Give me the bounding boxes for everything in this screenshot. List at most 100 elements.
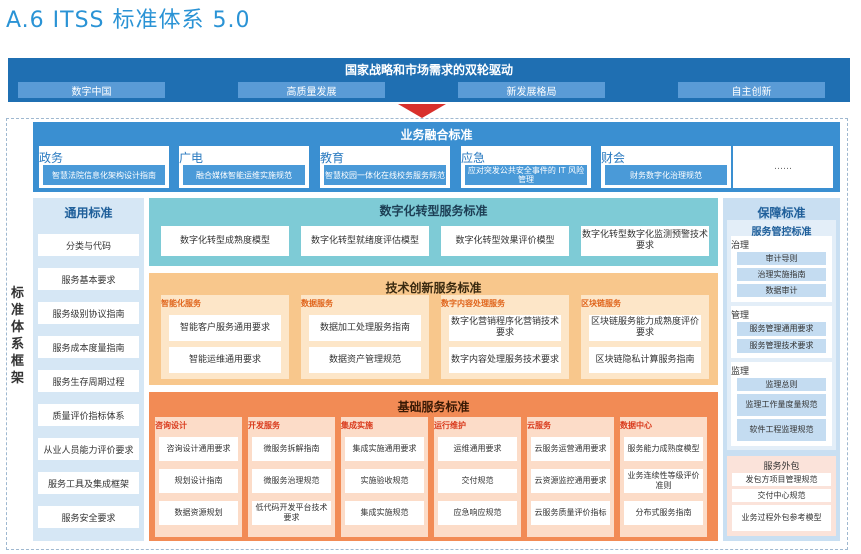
base-column: 运行维护 运维通用要求 交付规范 应急响应规范 <box>434 417 521 537</box>
general-standard-item: 从业人员能力评价要求 <box>38 438 139 460</box>
driver-item: 新发展格局 <box>458 82 605 98</box>
business-box-name: 财会 <box>601 151 626 165</box>
tech-standard-item: 智能运维通用要求 <box>169 347 281 373</box>
general-standard-item: 服务安全要求 <box>38 506 139 528</box>
page-title: A.6 ITSS 标准体系 5.0 <box>6 8 251 33</box>
business-integration-title: 业务融合标准 <box>400 128 473 142</box>
digital-standard-item: 数字化转型就绪度评估模型 <box>301 226 429 256</box>
business-integration-section: 业务融合标准 政务 智慧法院信息化架构设计指南 广电 融合媒体智能运维实施规范 … <box>33 122 840 192</box>
control-group: 治理 审计导则 治理实施指南 数据审计 <box>731 236 832 302</box>
guarantee-standards-title: 保障标准 <box>757 206 806 220</box>
base-standard-item: 分布式服务指南 <box>624 501 703 525</box>
national-drivers-bar: 国家战略和市场需求的双轮驱动 数字中国 高质量发展 新发展格局 自主创新 <box>8 58 850 102</box>
tech-standard-item: 区块链隐私计算服务指南 <box>589 347 701 373</box>
business-box: 财会 财务数字化治理规范 <box>601 146 731 188</box>
control-group: 管理 服务管理通用要求 服务管理技术要求 <box>731 306 832 358</box>
outsourcing-section: 服务外包 发包方项目管理规范 交付中心规范 业务过程外包参考模型 <box>727 456 836 536</box>
tech-innovation-title: 技术创新服务标准 <box>385 281 482 295</box>
base-standard-item: 云服务运营通用要求 <box>531 437 610 461</box>
general-standards-section: 通用标准 分类与代码 服务基本要求 服务级别协议指南 服务成本度量指南 服务生存… <box>33 198 144 541</box>
tech-column-head: 智能化服务 <box>161 299 201 308</box>
control-item: 监理工作量度量规范 <box>737 394 826 416</box>
tech-column-head: 数据服务 <box>301 299 333 308</box>
base-services-section: 基础服务标准 咨询设计 咨询设计通用要求 规划设计指南 数据资源规划 开发服务 … <box>149 392 718 541</box>
digital-transformation-title: 数字化转型服务标准 <box>379 204 488 218</box>
tech-column-head: 区块链服务 <box>581 299 621 308</box>
business-box: 教育 智慧校园一体化在线校务服务规范 <box>320 146 450 188</box>
base-standard-item: 服务能力成熟度模型 <box>624 437 703 461</box>
base-column-head: 数据中心 <box>620 421 652 430</box>
base-column: 咨询设计 咨询设计通用要求 规划设计指南 数据资源规划 <box>155 417 242 537</box>
digital-standard-item: 数字化转型数字化监测预警技术要求 <box>581 226 709 256</box>
base-standard-item: 微服务治理规范 <box>252 469 331 493</box>
business-box-name: 政务 <box>39 151 64 165</box>
down-arrow-icon <box>398 104 446 118</box>
outsourcing-item: 业务过程外包参考模型 <box>732 505 831 531</box>
tech-standard-item: 区块链服务能力成熟度评价要求 <box>589 315 701 341</box>
tech-column: 智能化服务 智能客户服务通用要求 智能运维通用要求 <box>161 295 289 379</box>
framework-label: 标准体系框架 <box>11 286 25 386</box>
digital-standard-item: 数字化转型成熟度模型 <box>161 226 289 256</box>
base-column-head: 运行维护 <box>434 421 466 430</box>
control-item: 治理实施指南 <box>737 268 826 281</box>
general-standards-title: 通用标准 <box>64 206 113 220</box>
business-box-desc: 智慧法院信息化架构设计指南 <box>43 165 165 185</box>
control-group-head: 治理 <box>731 241 750 251</box>
digital-standard-item: 数字化转型效果评价模型 <box>441 226 569 256</box>
business-box-desc: 应对突发公共安全事件的 IT 风险管理 <box>465 165 587 185</box>
business-box-name: 应急 <box>461 151 486 165</box>
business-box: 政务 智慧法院信息化架构设计指南 <box>39 146 169 188</box>
base-standard-item: 集成实施通用要求 <box>345 437 424 461</box>
tech-innovation-section: 技术创新服务标准 智能化服务 智能客户服务通用要求 智能运维通用要求 数据服务 … <box>149 273 718 385</box>
base-standard-item: 集成实施规范 <box>345 501 424 525</box>
business-box-name: 广电 <box>179 151 204 165</box>
control-group-head: 监理 <box>731 367 750 377</box>
general-standard-item: 服务级别协议指南 <box>38 302 139 324</box>
base-standard-item: 咨询设计通用要求 <box>159 437 238 461</box>
base-standard-item: 低代码开发平台技术要求 <box>252 501 331 525</box>
guarantee-standards-section: 保障标准 服务管控标准 治理 审计导则 治理实施指南 数据审计 管理 服务管理通… <box>723 198 840 541</box>
outsourcing-item: 交付中心规范 <box>732 489 831 502</box>
business-box-name: 教育 <box>320 151 345 165</box>
general-standard-item: 服务工具及集成框架 <box>38 472 139 494</box>
base-services-title: 基础服务标准 <box>397 400 470 414</box>
tech-column-head: 数字内容处理服务 <box>441 299 505 308</box>
business-box-more: …… <box>733 146 833 188</box>
control-group: 监理 监理总则 监理工作量度量规范 软件工程监理规范 <box>731 362 832 446</box>
general-standard-item: 服务基本要求 <box>38 268 139 290</box>
tech-column: 数据服务 数据加工处理服务指南 数据资产管理规范 <box>301 295 429 379</box>
base-column: 云服务 云服务运营通用要求 云资源监控通用要求 云服务质量评价指标 <box>527 417 614 537</box>
base-column-head: 云服务 <box>527 421 551 430</box>
base-column-head: 开发服务 <box>248 421 280 430</box>
base-column-head: 咨询设计 <box>155 421 187 430</box>
general-standard-item: 分类与代码 <box>38 234 139 256</box>
control-group-head: 管理 <box>731 311 750 321</box>
general-standard-item: 服务成本度量指南 <box>38 336 139 358</box>
business-box: 广电 融合媒体智能运维实施规范 <box>179 146 309 188</box>
outsourcing-item: 发包方项目管理规范 <box>732 473 831 486</box>
service-control-section: 服务管控标准 治理 审计导则 治理实施指南 数据审计 管理 服务管理通用要求 服… <box>727 220 836 450</box>
tech-column: 区块链服务 区块链服务能力成熟度评价要求 区块链隐私计算服务指南 <box>581 295 709 379</box>
tech-standard-item: 智能客户服务通用要求 <box>169 315 281 341</box>
base-standard-item: 业务连续性等级评价准则 <box>624 469 703 493</box>
base-standard-item: 微服务拆解指南 <box>252 437 331 461</box>
driver-item: 高质量发展 <box>238 82 385 98</box>
base-standard-item: 交付规范 <box>438 469 517 493</box>
service-control-title: 服务管控标准 <box>751 227 812 238</box>
outsourcing-title: 服务外包 <box>763 462 800 472</box>
base-standard-item: 应急响应规范 <box>438 501 517 525</box>
digital-transformation-section: 数字化转型服务标准 数字化转型成熟度模型 数字化转型就绪度评估模型 数字化转型效… <box>149 198 718 266</box>
base-standard-item: 数据资源规划 <box>159 501 238 525</box>
base-column-head: 集成实施 <box>341 421 373 430</box>
business-box: 应急 应对突发公共安全事件的 IT 风险管理 <box>461 146 591 188</box>
general-standard-item: 质量评价指标体系 <box>38 404 139 426</box>
tech-column: 数字内容处理服务 数字化营销程序化营销技术要求 数字内容处理服务技术要求 <box>441 295 569 379</box>
base-standard-item: 规划设计指南 <box>159 469 238 493</box>
control-item: 软件工程监理规范 <box>737 419 826 441</box>
business-box-desc: 财务数字化治理规范 <box>605 165 727 185</box>
tech-standard-item: 数据资产管理规范 <box>309 347 421 373</box>
base-column: 集成实施 集成实施通用要求 实施验收规范 集成实施规范 <box>341 417 428 537</box>
control-item: 服务管理技术要求 <box>737 339 826 353</box>
base-standard-item: 云资源监控通用要求 <box>531 469 610 493</box>
control-item: 服务管理通用要求 <box>737 322 826 336</box>
